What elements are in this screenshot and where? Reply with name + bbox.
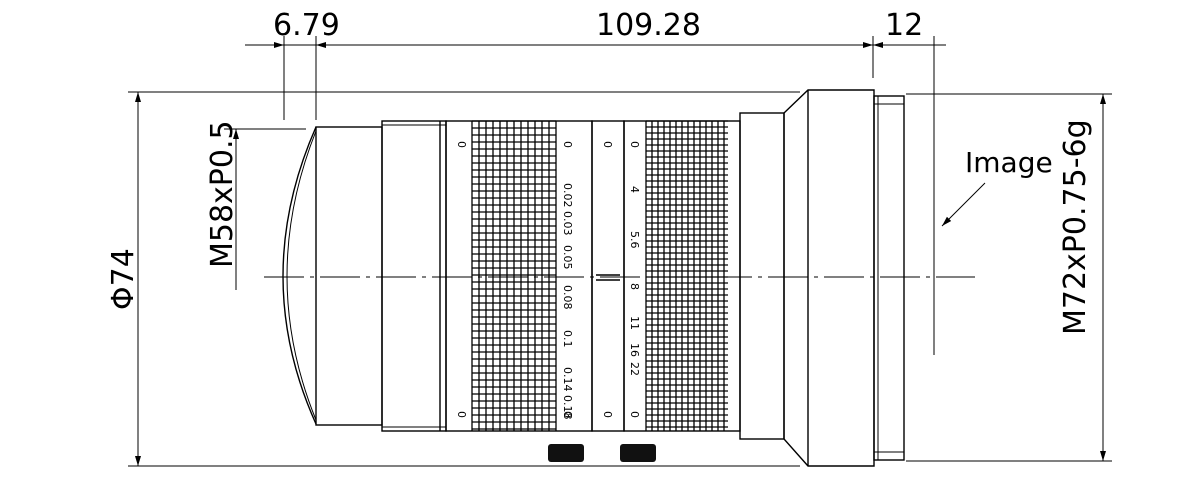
dim-filter-thread: M58xP0.5 [205, 120, 240, 268]
dim-lens-length: 109.28 [596, 8, 701, 43]
image-plane: Image [933, 146, 1053, 355]
rear-flange [783, 89, 875, 467]
lock-screw-focus[interactable] [548, 444, 584, 462]
mid-top-mark: 0 [601, 141, 614, 148]
image-label: Image [965, 146, 1053, 179]
aperture-scale-value: 5.6 [628, 231, 641, 249]
lens-body [282, 89, 905, 467]
focus-scale-top: 0 [561, 141, 574, 148]
focus-scale-value: 0.08 [561, 285, 574, 310]
rear-barrel [739, 112, 785, 440]
aperture-scale-top: 0 [628, 141, 641, 148]
aperture-scale-value: 16 [628, 343, 641, 357]
image-leader [941, 182, 986, 227]
aperture-scale-value: 4 [628, 186, 641, 193]
aperture-scale-value: 8 [628, 283, 641, 290]
dim-back-focus: 12 [885, 8, 923, 43]
front-element [282, 126, 317, 425]
dim-front-offset: 6.79 [273, 8, 340, 43]
mid-bottom-mark: 0 [601, 411, 614, 418]
lens-mount [873, 95, 905, 461]
left-bottom-mark: 0 [455, 411, 468, 418]
focus-scale-value: 0.02 0.03 [561, 183, 574, 235]
focus-scale-value: 0.14 0.18 [561, 367, 574, 419]
focus-scale-value: 0.1 [561, 330, 574, 348]
aperture-scale-bottom: 0 [628, 411, 641, 418]
lens-barrel [381, 120, 447, 432]
lock-screw-aperture[interactable] [620, 444, 656, 462]
front-barrel [315, 126, 383, 426]
focus-scale-bottom: 0 [561, 411, 574, 418]
mount-thread-dimension: M72xP0.75-6g [906, 93, 1112, 462]
scale-band [591, 120, 625, 432]
aperture-scale-value: 11 [628, 316, 641, 330]
filter-thread-dimension: M58xP0.5 [205, 120, 306, 290]
dim-outer-diameter: Φ74 [106, 248, 141, 310]
focus-scale-value: 0.05 [561, 245, 574, 270]
top-dimensions: 6.79 109.28 12 [245, 8, 946, 190]
aperture-knurl [645, 120, 728, 431]
aperture-scale-value: 22 [628, 362, 641, 376]
dim-mount-thread: M72xP0.75-6g [1058, 119, 1093, 335]
scale-markings: 0 0 0 0.02 0.03 0.05 0.08 0.1 0.14 0.18 … [455, 141, 641, 419]
left-top-mark: 0 [455, 141, 468, 148]
diameter-dimension: Φ74 [106, 91, 800, 467]
focus-knurl [471, 120, 557, 431]
